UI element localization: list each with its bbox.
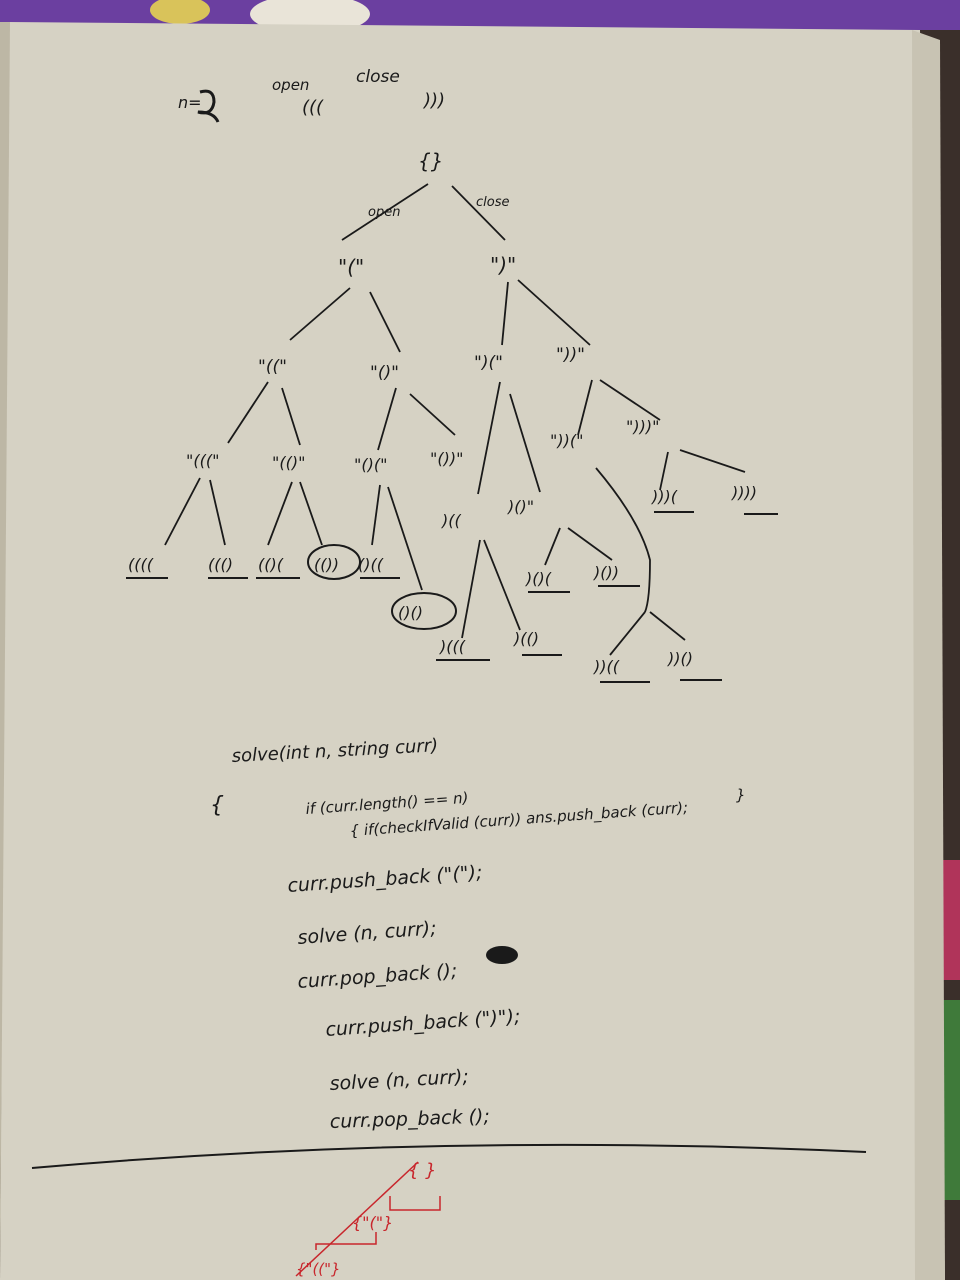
leaf-markings	[126, 511, 778, 683]
node-l1-close: ")"	[490, 253, 516, 277]
node-l3-0: "((("	[186, 451, 219, 470]
page-shadow	[0, 22, 10, 1280]
red-root: { }	[408, 1160, 437, 1181]
code-line-1: {	[210, 793, 224, 818]
node-l3b-1: )()"	[507, 497, 534, 516]
page-edges	[912, 30, 945, 1280]
red-ink-sketch: { } {"("} {"(("}	[295, 1160, 441, 1278]
node-l3-1: "(()"	[272, 453, 305, 472]
leaf-a-2: (()(	[258, 555, 284, 574]
header: n= open close ((( )))	[178, 67, 445, 123]
leaf-a-1: ((()	[208, 555, 233, 574]
node-l3-5: ")))"	[626, 417, 659, 436]
leaf-a-0: ((((	[128, 555, 154, 574]
leaf-b-3: ))((	[593, 657, 620, 676]
code-line-4: }	[736, 786, 746, 804]
node-l2-3: "))"	[556, 345, 585, 365]
node-l3-2: "()("	[354, 455, 387, 474]
leaf-a-4: ()((	[358, 555, 384, 574]
leaf-b-0: ()()	[398, 603, 423, 622]
leaf-a-5: )()(	[525, 569, 552, 588]
valid-circle-2	[391, 592, 457, 630]
leaf-b-4: ))()	[667, 649, 693, 668]
n-value-scribble	[197, 89, 220, 123]
node-l3-4: "))("	[550, 431, 583, 450]
node-l2-2: ")("	[474, 353, 503, 373]
node-l3b-3: ))))	[731, 483, 757, 502]
leaf-a-6: )())	[593, 563, 619, 582]
edge-open-label: open	[368, 205, 400, 220]
node-l3b-2: )))(	[651, 487, 678, 506]
red-grandchild: {"(("}	[296, 1260, 341, 1278]
leaf-b-2: )(()	[513, 629, 539, 648]
open-example: (((	[302, 97, 324, 118]
node-l3b-0: )((	[441, 511, 461, 530]
close-example: )))	[422, 90, 445, 111]
node-l3-3: "())"	[430, 449, 463, 468]
valid-circle-1	[307, 544, 361, 580]
divider-line	[31, 1143, 867, 1169]
n-label: n=	[178, 93, 202, 112]
edge-close-label: close	[476, 195, 509, 210]
recursion-tree	[164, 183, 746, 656]
paper-page	[0, 22, 945, 1280]
leaf-b-1: )(((	[439, 637, 466, 656]
open-label: open	[272, 76, 309, 94]
leaf-a-3: (())	[314, 555, 339, 574]
node-l1-open: "("	[338, 255, 364, 279]
toy-object	[150, 0, 210, 24]
node-l2-1: "()"	[370, 363, 399, 383]
red-child: {"("}	[352, 1213, 393, 1232]
tree-root: {}	[418, 149, 443, 173]
scribble-blot	[486, 946, 518, 964]
tree-labels: {} open close "(" ")" "((" "()" ")(" "))…	[128, 149, 757, 676]
close-label: close	[356, 67, 400, 87]
node-l2-0: "(("	[258, 357, 287, 377]
